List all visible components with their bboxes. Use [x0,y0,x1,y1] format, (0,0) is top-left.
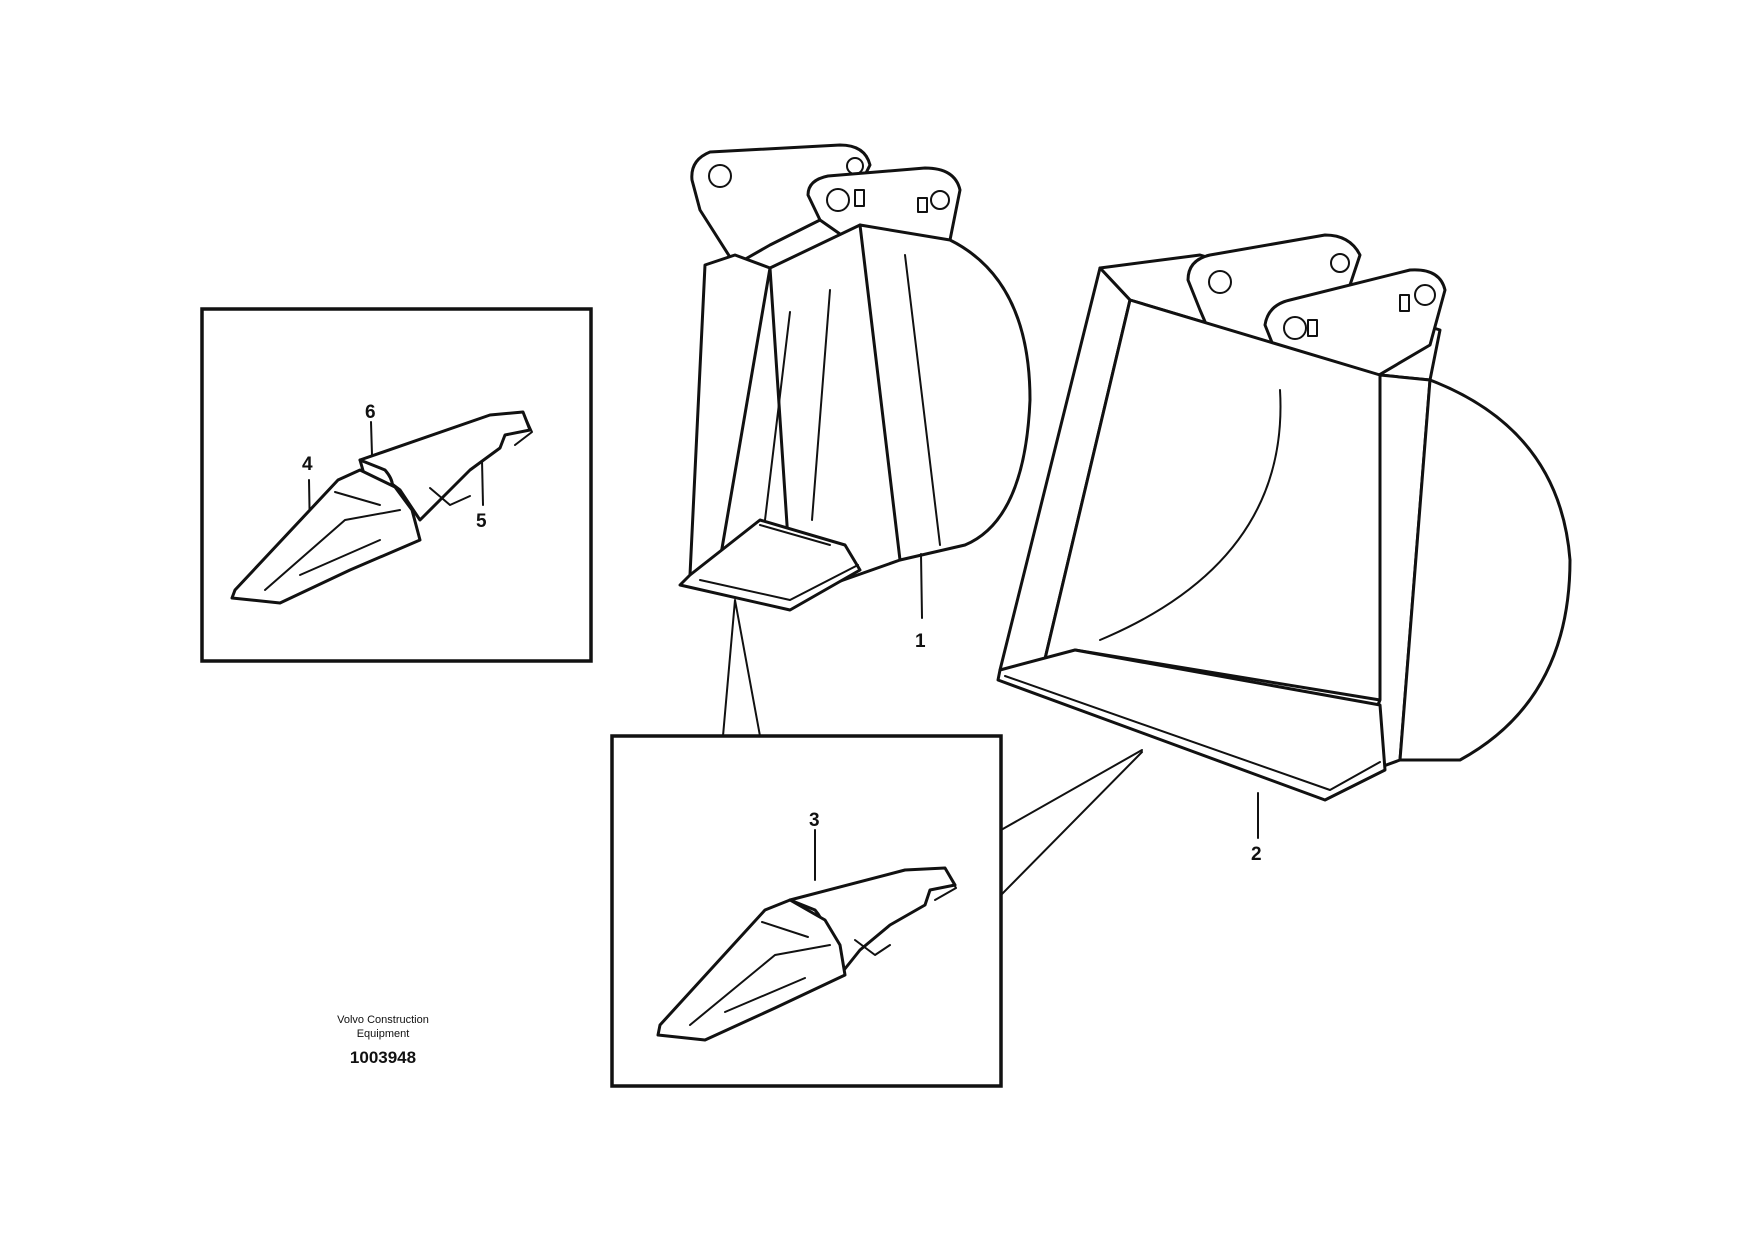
connector-bucket2-lower [1000,751,1143,896]
tooth-assembly-detail [230,410,533,605]
wide-bucket [996,233,1572,802]
leader-lines [308,421,1259,881]
leader-6 [370,421,373,456]
detail-box-tooth-3 [610,734,1003,1088]
tooth-detail [656,866,957,1042]
leader-1 [920,553,923,619]
callout-1: 1 [915,631,926,652]
callout-2: 2 [1251,844,1262,865]
manufacturer-name-line2: Equipment [357,1028,410,1040]
narrow-bucket [678,143,1032,612]
connector-bucket1 [722,599,761,737]
manufacturer-name-line1: Volvo Construction [337,1014,429,1026]
connector-bucket2 [1000,749,1143,831]
callout-3: 3 [809,810,820,831]
callout-6: 6 [365,402,376,423]
detail-box-teeth-4-5-6 [200,307,593,663]
leader-5 [481,459,484,506]
drawing-number: 1003948 [350,1048,416,1067]
connector-lines [722,599,1143,896]
callout-5: 5 [476,511,487,532]
manufacturer-stamp: Volvo Construction Equipment 1003948 [337,1014,429,1067]
callout-4: 4 [302,454,313,475]
